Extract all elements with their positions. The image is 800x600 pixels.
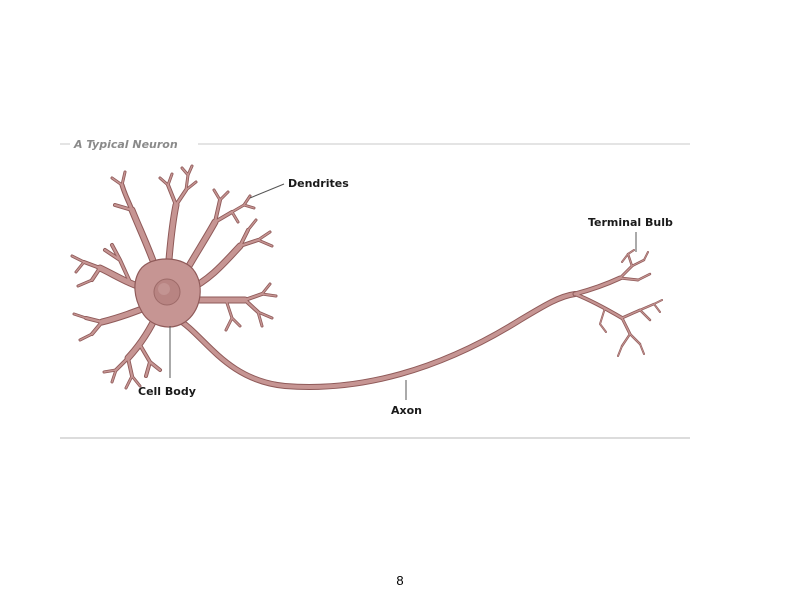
neuron (70, 164, 663, 390)
cell-body (134, 258, 201, 328)
axon-terminal (572, 249, 663, 357)
figure-title: A Typical Neuron (73, 138, 178, 151)
page-number: 8 (396, 573, 403, 588)
figure-frame (60, 143, 690, 439)
axon (173, 291, 578, 390)
axon-label: Axon (391, 404, 422, 417)
cell-body-label: Cell Body (138, 385, 196, 398)
leader-lines (169, 183, 637, 400)
dendrites-leader (249, 183, 285, 199)
terminal-bulb-label: Terminal Bulb (588, 216, 673, 229)
nucleus-highlight (158, 283, 170, 295)
dendrites-label: Dendrites (288, 177, 349, 190)
